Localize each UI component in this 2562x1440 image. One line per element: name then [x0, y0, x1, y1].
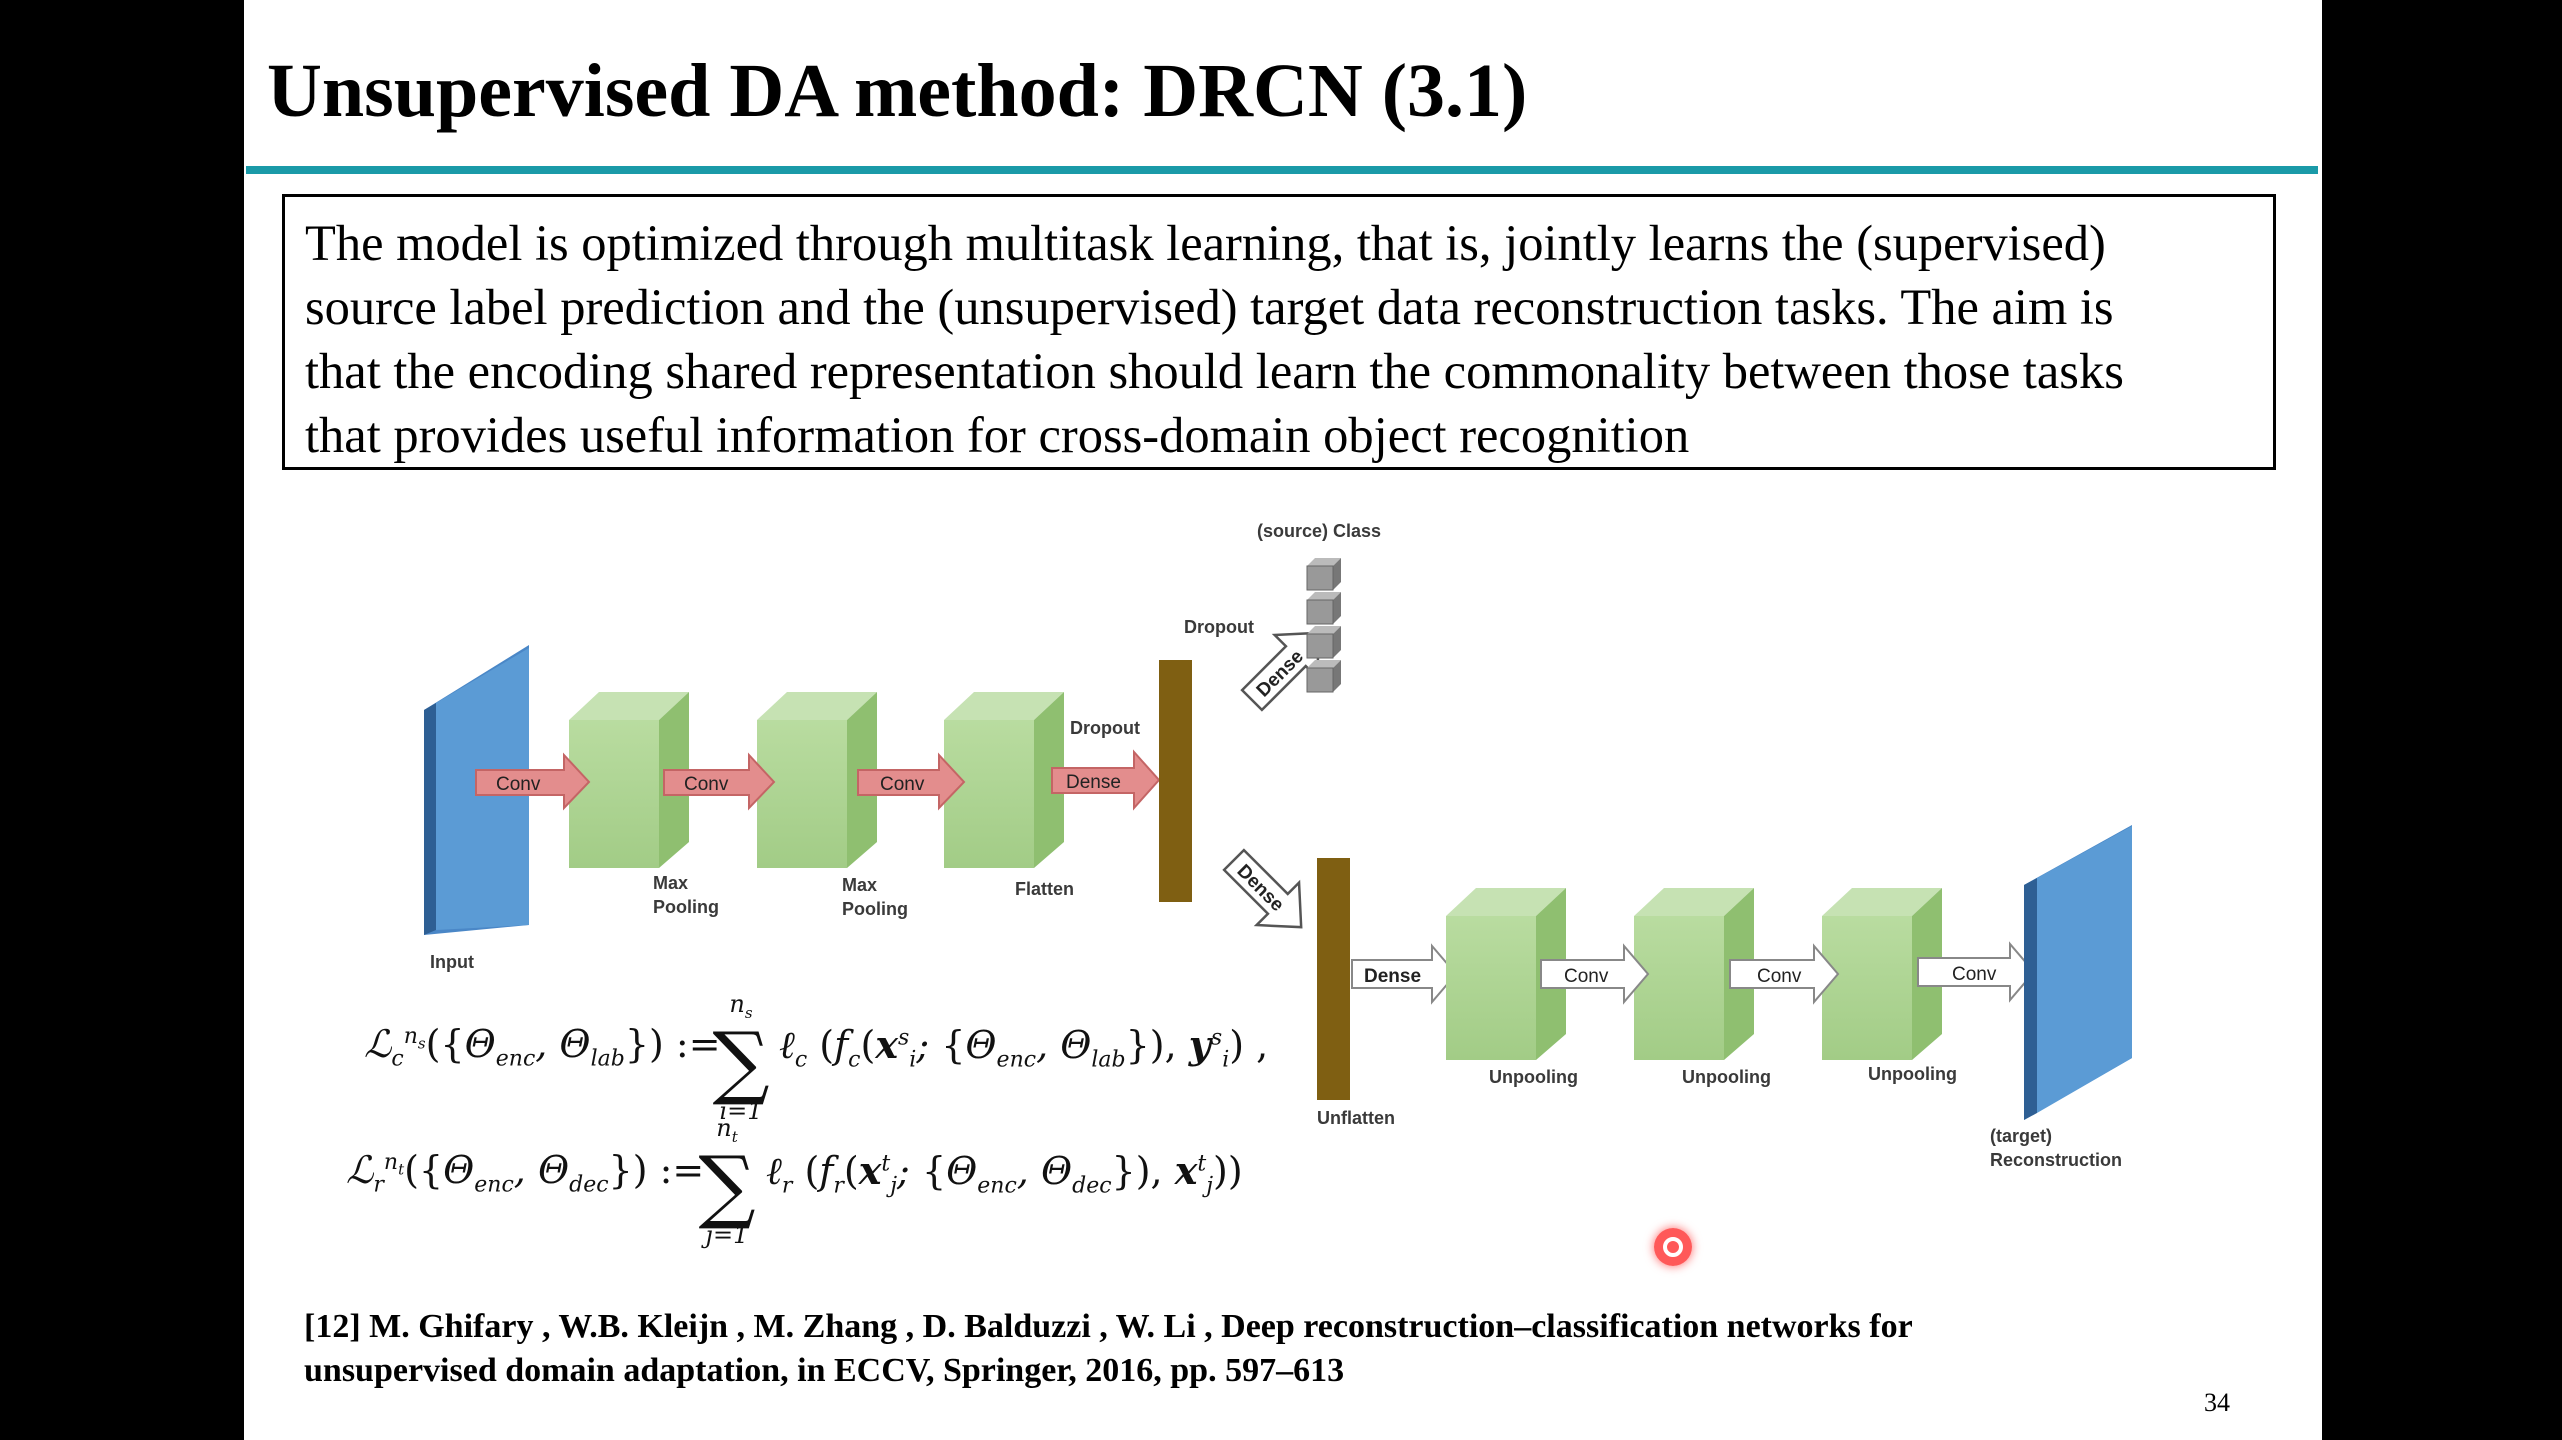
- encoder-cube-2: [757, 692, 877, 868]
- conv-arrow-1: Conv: [475, 752, 591, 811]
- reconstruction-loss-body: ℓr (fr(xtj; {Θenc, Θdec}), xtj)): [766, 1148, 1243, 1199]
- dense-arrow-to-decoder: Dense: [1222, 848, 1303, 929]
- conv-arrow-decoder-3: Conv: [1917, 941, 2036, 1003]
- reference-line: [12] M. Ghifary , W.B. Kleijn , M. Zhang…: [304, 1308, 1913, 1345]
- dense-arrow-decoder: Dense: [1351, 943, 1458, 1005]
- unpooling-label-3: Unpooling: [1868, 1064, 1957, 1084]
- svg-text:Conv: Conv: [496, 774, 541, 795]
- input-label: Input: [430, 952, 474, 972]
- max-pooling-label-2b: Pooling: [842, 899, 908, 919]
- reference-citation: [12] M. Ghifary , W.B. Kleijn , M. Zhang…: [304, 1305, 1913, 1393]
- unpooling-label-2: Unpooling: [1682, 1067, 1771, 1087]
- description-line: that provides useful information for cro…: [305, 407, 1690, 463]
- reconstruction-label-2: Reconstruction: [1990, 1150, 2122, 1170]
- conv-arrow-decoder-1: Conv: [1540, 943, 1650, 1005]
- sum-symbol-2: nt ∑ j=1: [698, 1114, 756, 1249]
- page-number: 34: [2204, 1388, 2230, 1417]
- svg-text:Conv: Conv: [1757, 966, 1802, 987]
- source-class-label: (source) Class: [1257, 521, 1381, 541]
- reconstruction-loss-equation: ℒrnt({Θenc, Θdec}) :=: [346, 1148, 705, 1198]
- svg-text:Dense: Dense: [1066, 772, 1121, 793]
- max-pooling-label-1b: Pooling: [653, 897, 719, 917]
- description-line: source label prediction and the (unsuper…: [305, 279, 2114, 335]
- reference-line: unsupervised domain adaptation, in ECCV,…: [304, 1352, 1345, 1389]
- dropout-label-1: Dropout: [1070, 718, 1140, 738]
- svg-text:Conv: Conv: [1564, 966, 1609, 987]
- description-line: that the encoding shared representation …: [305, 343, 2124, 399]
- dropout-label-2: Dropout: [1184, 617, 1254, 637]
- svg-text:Conv: Conv: [880, 774, 925, 795]
- description-line: The model is optimized through multitask…: [305, 215, 2106, 271]
- dense-arrow-to-class: Dense: [1240, 631, 1321, 712]
- unflatten-label: Unflatten: [1317, 1108, 1395, 1128]
- unflatten-bar: [1317, 858, 1350, 1100]
- reconstruction-label-1: (target): [1990, 1126, 2052, 1146]
- max-pooling-label-2: Max: [842, 875, 877, 895]
- decoder-cube-1: [1446, 888, 1566, 1060]
- svg-text:Dense: Dense: [1364, 966, 1421, 987]
- svg-text:Conv: Conv: [1952, 964, 1997, 985]
- svg-text:Conv: Conv: [684, 774, 729, 795]
- source-class-output: [1306, 558, 1341, 693]
- drcn-architecture-diagram: Input Conv Conv Conv: [424, 521, 2132, 1170]
- title-underline: [246, 166, 2318, 174]
- encoder-cube-1: [569, 692, 689, 868]
- classification-loss-body: ℓc (fc(xsi; {Θenc, Θlab}), ysi) ,: [779, 1022, 1269, 1073]
- unpooling-label-1: Unpooling: [1489, 1067, 1578, 1087]
- decoder-cube-2: [1634, 888, 1754, 1060]
- conv-arrow-3: Conv: [857, 752, 966, 811]
- flatten-label: Flatten: [1015, 879, 1074, 899]
- conv-arrow-decoder-2: Conv: [1729, 943, 1840, 1005]
- encoder-cube-3: [944, 692, 1064, 868]
- pointer-cursor-icon: [1654, 1228, 1692, 1266]
- sum-symbol-1: ns ∑ i=1: [712, 990, 770, 1125]
- dense-arrow-encoder: Dense: [1051, 749, 1161, 811]
- description-box: The model is optimized through multitask…: [282, 194, 2276, 470]
- slide: Unsupervised DA method: DRCN (3.1) The m…: [244, 0, 2322, 1440]
- max-pooling-label-1: Max: [653, 873, 688, 893]
- reconstruction-panel: [2024, 825, 2132, 1120]
- dense-feature-bar: [1159, 660, 1192, 902]
- classification-loss-equation: ℒcns({Θenc, Θlab}) :=: [364, 1022, 721, 1072]
- conv-arrow-2: Conv: [663, 752, 776, 811]
- slide-title: Unsupervised DA method: DRCN (3.1): [267, 49, 1528, 133]
